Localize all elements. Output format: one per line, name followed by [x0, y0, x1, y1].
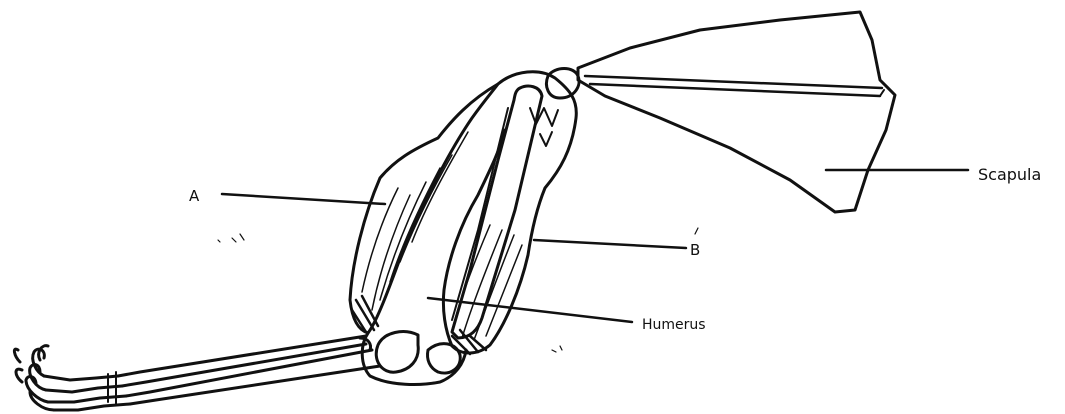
- leader-line-a: [222, 194, 385, 204]
- leader-line-b: [534, 240, 686, 248]
- label-b: B: [690, 243, 700, 258]
- label-a: A: [189, 189, 199, 204]
- paper-specks: [218, 228, 698, 352]
- label-humerus: Humerus: [642, 318, 706, 332]
- forearm-bones: [118, 336, 380, 404]
- hand-bones: [14, 346, 130, 410]
- label-scapula: Scapula: [978, 167, 1041, 183]
- leader-lines: [222, 170, 968, 322]
- scapula-bone: [578, 12, 895, 212]
